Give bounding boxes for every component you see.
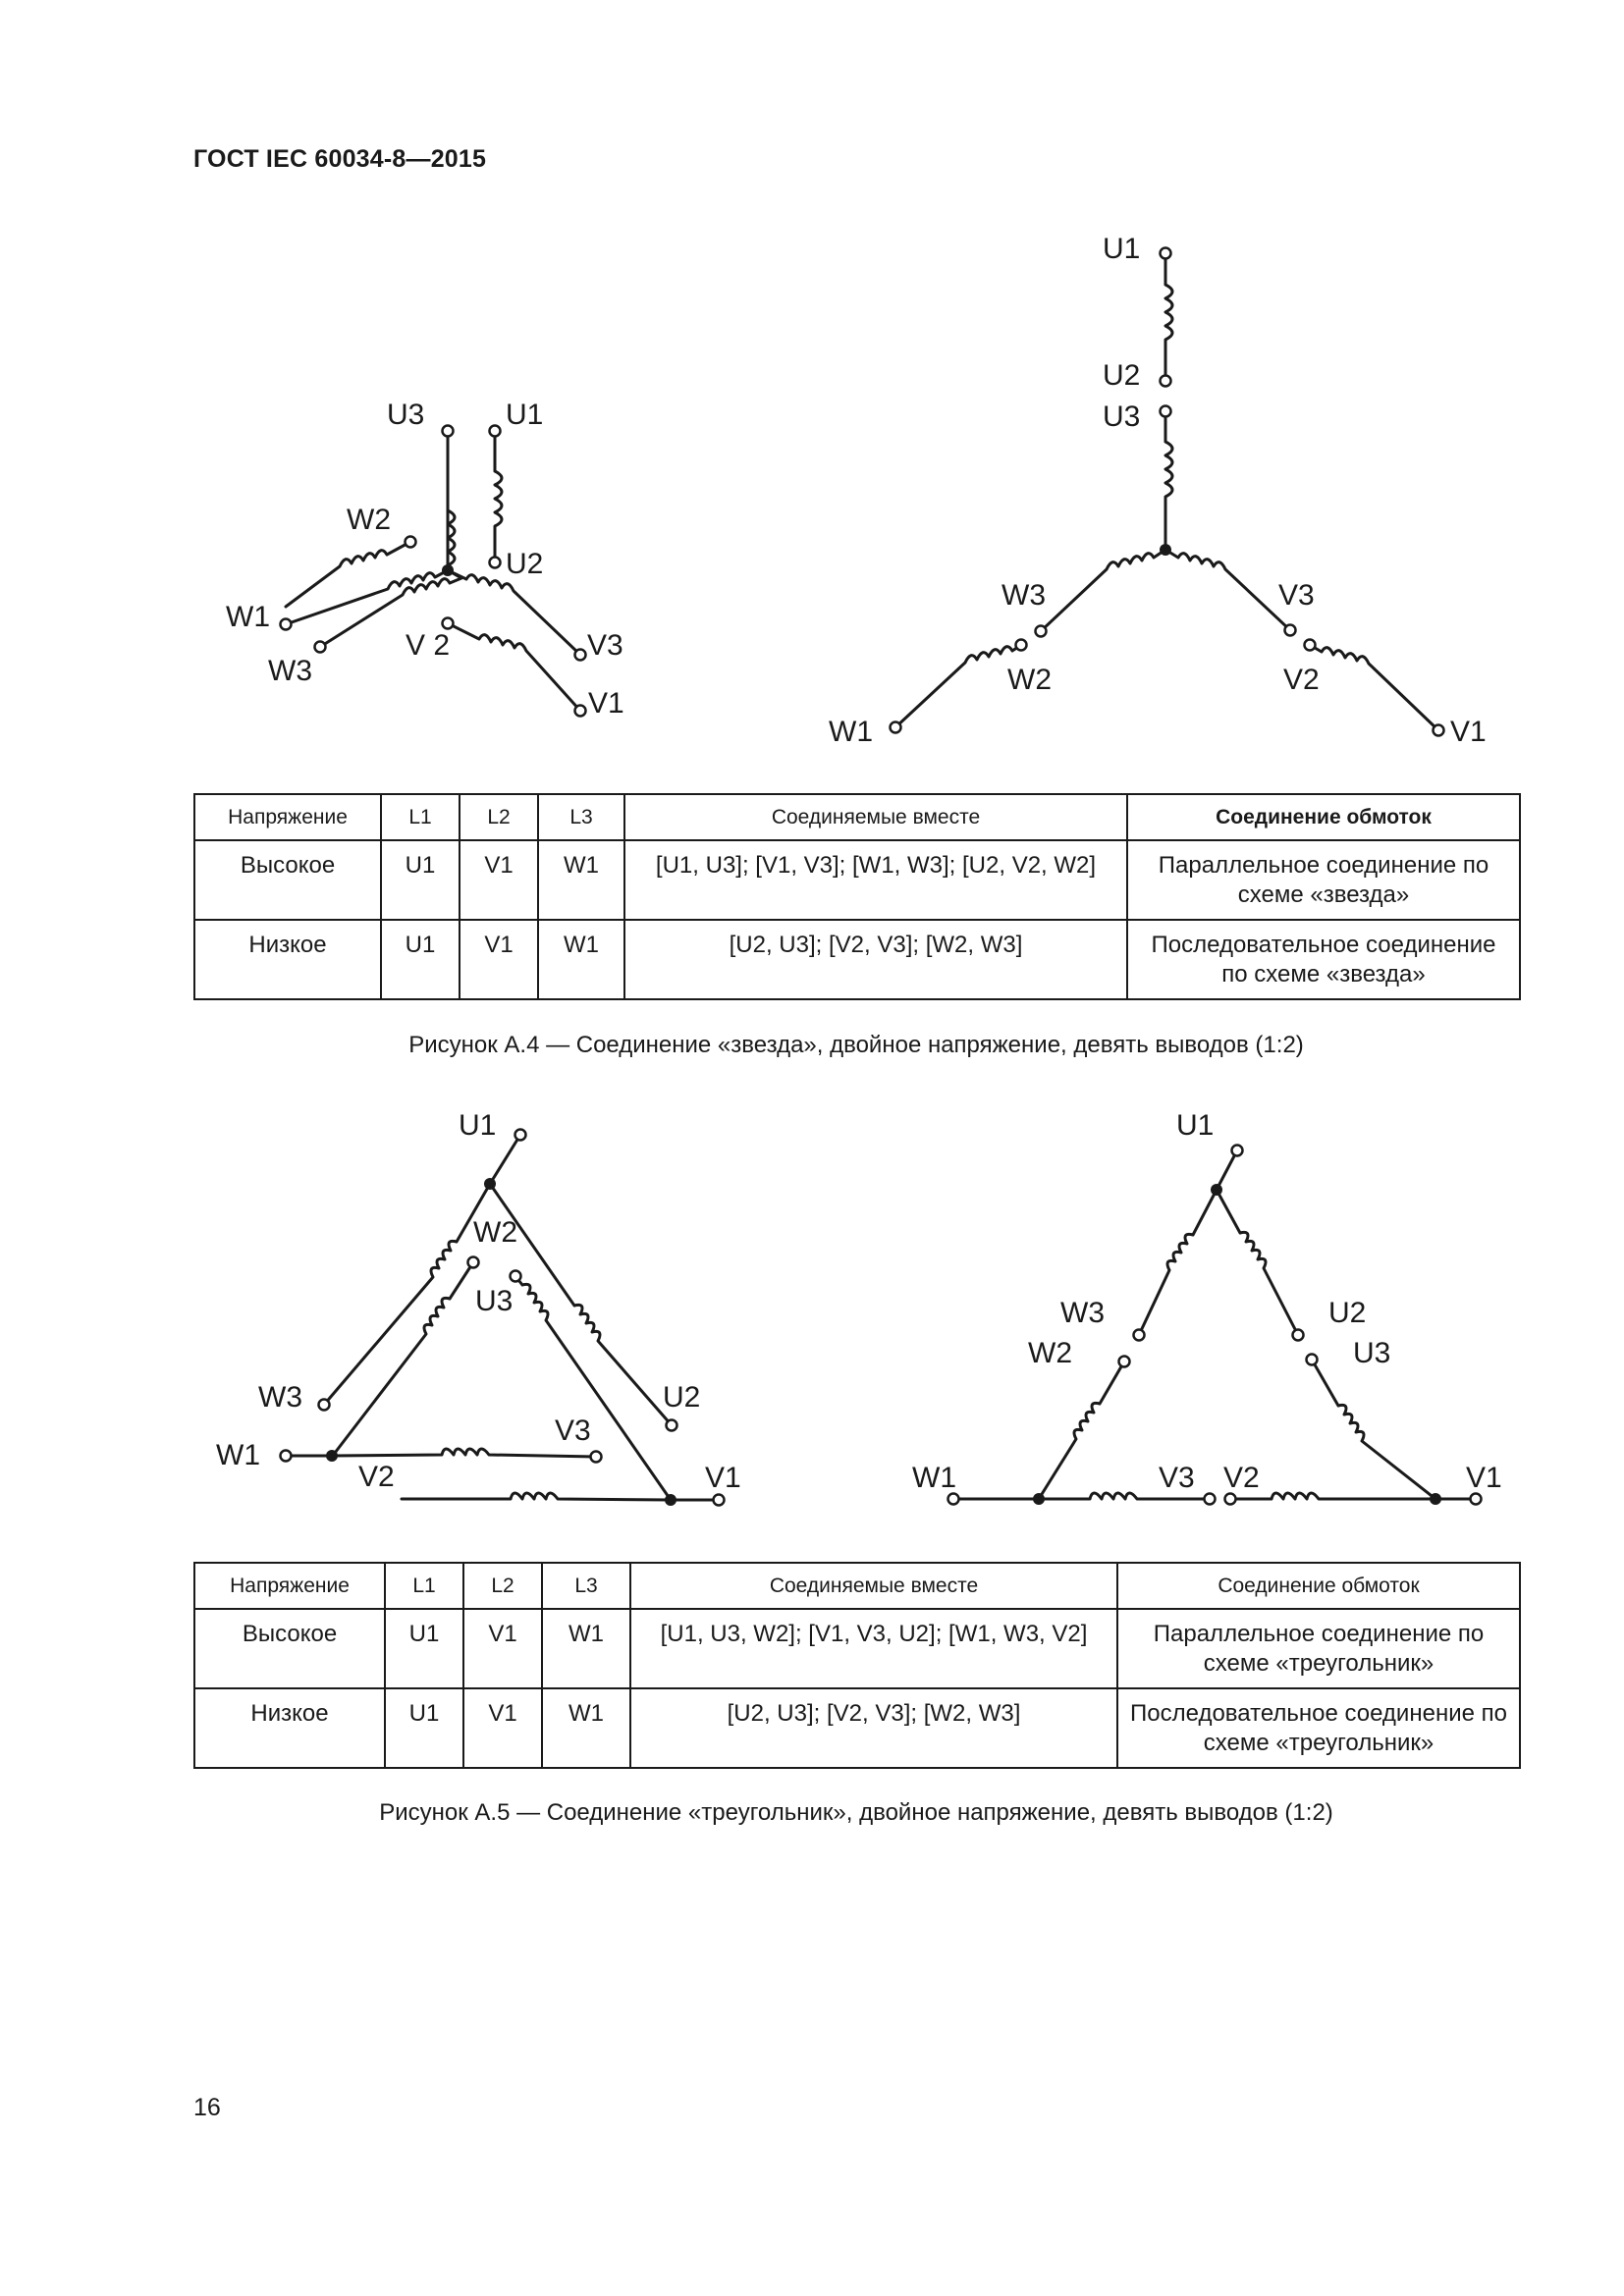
delta-parallel-diagram: U1 W2 U3 W3 U2 W1 V3 V2 V1: [196, 1099, 766, 1541]
cell-winding-connection: Параллельное соединение по схеме «звезда…: [1126, 839, 1521, 921]
terminal-label-u1: U1: [1176, 1109, 1214, 1142]
cell-l3: W1: [537, 919, 625, 1000]
terminal-label-u3: U3: [475, 1285, 513, 1317]
terminal-label-w2: W2: [1007, 664, 1052, 696]
cell-l3: W1: [541, 1687, 631, 1769]
terminal-label-v1: V1: [705, 1462, 741, 1494]
document-header: ГОСТ IEC 60034-8—2015: [193, 145, 487, 173]
terminal-label-u2: U2: [506, 548, 543, 580]
table-row: Низкое U1 V1 W1 [U2, U3]; [V2, V3]; [W2,…: [193, 919, 1521, 1000]
star-parallel-diagram: U3 U1 W2 U2 W1 W3 V 2 V3 V1: [196, 373, 707, 746]
terminal-label-w3: W3: [268, 655, 312, 687]
header-winding-connection: Соединение обмоток: [1126, 793, 1521, 841]
terminal-label-u2: U2: [1103, 359, 1140, 392]
terminal-label-w2: W2: [473, 1216, 517, 1249]
cell-l1: U1: [384, 1687, 464, 1769]
terminal-label-u2: U2: [663, 1381, 700, 1414]
terminal-label-u1: U1: [506, 399, 543, 431]
cell-winding-connection: Последовательное соединение по схеме «зв…: [1126, 919, 1521, 1000]
cell-connected-together: [U1, U3]; [V1, V3]; [W1, W3]; [U2, V2, W…: [623, 839, 1128, 921]
cell-l1: U1: [380, 919, 460, 1000]
cell-l2: V1: [459, 839, 539, 921]
terminal-label-v2: V2: [1223, 1462, 1260, 1494]
cell-voltage: Высокое: [193, 1608, 386, 1689]
terminal-label-v1: V1: [1450, 716, 1487, 748]
cell-winding-connection: Последовательное соединение по схеме «тр…: [1116, 1687, 1521, 1769]
terminal-label-v3: V3: [1159, 1462, 1195, 1494]
cell-l2: V1: [459, 919, 539, 1000]
header-l1: L1: [380, 793, 460, 841]
terminal-label-u3: U3: [387, 399, 424, 431]
cell-voltage: Высокое: [193, 839, 382, 921]
terminal-label-u3: U3: [1353, 1337, 1390, 1369]
header-voltage: Напряжение: [193, 1562, 386, 1610]
table-header-row: Напряжение L1 L2 L3 Соединяемые вместе С…: [193, 793, 1521, 841]
cell-l3: W1: [541, 1608, 631, 1689]
header-connected-together: Соединяемые вместе: [623, 793, 1128, 841]
table-row: Высокое U1 V1 W1 [U1, U3, W2]; [V1, V3, …: [193, 1608, 1521, 1689]
terminal-label-w3: W3: [1060, 1297, 1105, 1329]
page-number: 16: [193, 2094, 221, 2121]
terminal-label-w3: W3: [258, 1381, 302, 1414]
terminal-label-w1: W1: [829, 716, 873, 748]
terminal-label-v1: V1: [588, 687, 624, 720]
terminal-label-v2: V2: [1283, 664, 1320, 696]
terminal-label-u2: U2: [1328, 1297, 1366, 1329]
connection-table-a4: Напряжение L1 L2 L3 Соединяемые вместе С…: [193, 793, 1521, 1000]
cell-l2: V1: [462, 1687, 543, 1769]
cell-voltage: Низкое: [193, 1687, 386, 1769]
terminal-label-u1: U1: [459, 1109, 496, 1142]
table-row: Низкое U1 V1 W1 [U2, U3]; [V2, V3]; [W2,…: [193, 1687, 1521, 1769]
terminal-label-v3: V3: [587, 629, 623, 662]
terminal-label-v1: V1: [1466, 1462, 1502, 1494]
cell-connected-together: [U2, U3]; [V2, V3]; [W2, W3]: [623, 919, 1128, 1000]
header-l3: L3: [541, 1562, 631, 1610]
figure-caption-a4: Рисунок А.4 — Соединение «звезда», двойн…: [408, 1032, 1304, 1058]
terminal-label-u1: U1: [1103, 233, 1140, 265]
terminal-label-w1: W1: [912, 1462, 956, 1494]
cell-l2: V1: [462, 1608, 543, 1689]
terminal-label-w3: W3: [1001, 579, 1046, 612]
cell-connected-together: [U1, U3, W2]; [V1, V3, U2]; [W1, W3, V2]: [629, 1608, 1118, 1689]
table-row: Высокое U1 V1 W1 [U1, U3]; [V1, V3]; [W1…: [193, 839, 1521, 921]
delta-series-diagram: U1 W3 U2 W2 U3 W1 V3 V2 V1: [903, 1099, 1532, 1541]
terminal-label-w1: W1: [226, 601, 270, 633]
terminal-label-v2: V 2: [406, 629, 450, 662]
header-l2: L2: [462, 1562, 543, 1610]
connection-table-a5: Напряжение L1 L2 L3 Соединяемые вместе С…: [193, 1562, 1521, 1769]
terminal-label-u3: U3: [1103, 400, 1140, 433]
header-l2: L2: [459, 793, 539, 841]
header-winding-connection: Соединение обмоток: [1116, 1562, 1521, 1610]
header-l3: L3: [537, 793, 625, 841]
terminal-label-v3: V3: [555, 1415, 591, 1447]
terminal-label-v3: V3: [1278, 579, 1315, 612]
cell-connected-together: [U2, U3]; [V2, V3]; [W2, W3]: [629, 1687, 1118, 1769]
header-connected-together: Соединяемые вместе: [629, 1562, 1118, 1610]
cell-l3: W1: [537, 839, 625, 921]
figure-caption-a5: Рисунок А.5 — Соединение «треугольник», …: [379, 1799, 1333, 1826]
terminal-label-w2: W2: [347, 504, 391, 536]
terminal-label-v2: V2: [358, 1461, 395, 1493]
cell-l1: U1: [384, 1608, 464, 1689]
terminal-label-w1: W1: [216, 1439, 260, 1471]
header-l1: L1: [384, 1562, 464, 1610]
table-header-row: Напряжение L1 L2 L3 Соединяемые вместе С…: [193, 1562, 1521, 1610]
cell-l1: U1: [380, 839, 460, 921]
cell-winding-connection: Параллельное соединение по схеме «треуго…: [1116, 1608, 1521, 1689]
terminal-label-w2: W2: [1028, 1337, 1072, 1369]
star-series-diagram: U1 U2 U3 W3 V3 W2 V2 W1 V1: [805, 216, 1512, 766]
cell-voltage: Низкое: [193, 919, 382, 1000]
header-voltage: Напряжение: [193, 793, 382, 841]
